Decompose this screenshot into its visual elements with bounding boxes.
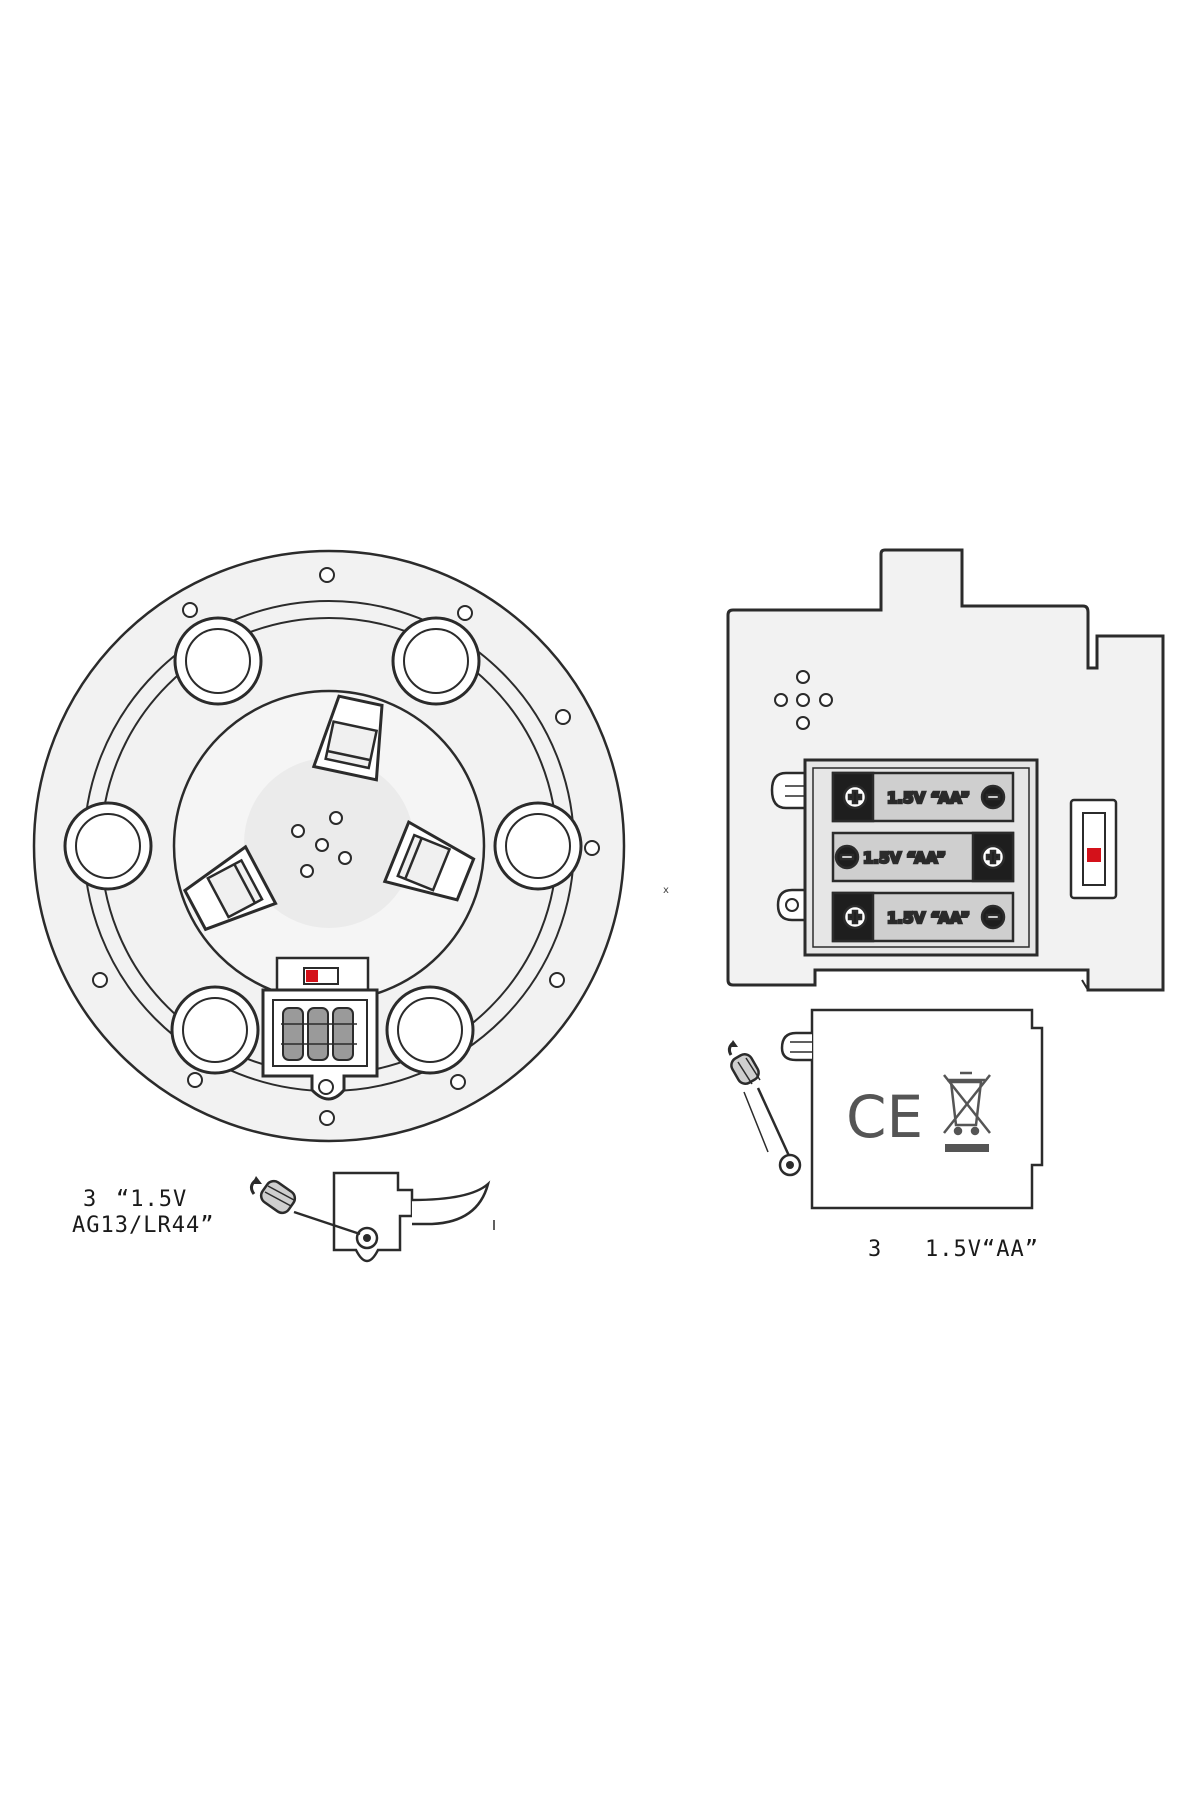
plus-terminal-icon (842, 784, 868, 810)
aa-battery-label: 1.5V “AA” (887, 789, 970, 807)
led-cup-inner (505, 813, 571, 879)
ce-mark: CE (846, 1083, 923, 1151)
hub-clip-top (311, 694, 384, 782)
vent-hole (300, 864, 314, 878)
aa-battery-label: 1.5V “AA” (863, 849, 946, 867)
led-cup-inner (403, 628, 469, 694)
door-screw-center (363, 1234, 371, 1242)
cover-screw-center (786, 1161, 794, 1169)
rim-screw-hole (182, 602, 198, 618)
rim-screw-hole (555, 709, 571, 725)
vent-hole (329, 811, 343, 825)
rim-screw-holes (92, 567, 600, 1126)
screwdriver-icon (730, 1053, 792, 1159)
speaker-hole (819, 693, 833, 707)
hub-clip-right (382, 819, 476, 902)
rim-screw-hole (584, 840, 600, 856)
rim-screw-hole (549, 972, 565, 988)
led-cup-inner (397, 997, 463, 1063)
weee-bin-icon (943, 1071, 991, 1152)
box-battery-cover: CE (727, 1008, 1044, 1210)
minus-terminal-icon (834, 844, 860, 870)
button-cell-slot (332, 1007, 354, 1061)
rim-screw-hole (450, 1074, 466, 1090)
round-base-unit (32, 549, 626, 1263)
led-cup-inner (185, 628, 251, 694)
box-unit: 1.5V “AA” 1.5V “AA” 1.5V “AA” CE (663, 548, 1165, 1210)
vent-hole (315, 838, 329, 852)
speaker-hole (796, 693, 810, 707)
minus-terminal-icon (980, 784, 1006, 810)
aa-battery-slot: 1.5V “AA” (831, 891, 1015, 943)
rim-screw-hole (187, 1072, 203, 1088)
aa-battery-label: 1.5V “AA” (887, 909, 970, 927)
round-power-switch-knob[interactable] (306, 970, 318, 982)
plus-terminal-icon (980, 844, 1006, 870)
speaker-hole (796, 716, 810, 730)
round-battery-door-illustration (249, 1171, 495, 1263)
screwdriver-icon (259, 1179, 361, 1236)
rim-screw-hole (319, 1110, 335, 1126)
led-cup-inner (75, 813, 141, 879)
round-base-center-disc (244, 758, 414, 928)
compartment-screw (318, 1079, 334, 1095)
box-power-switch-knob[interactable] (1087, 848, 1101, 862)
round-battery-count: 3 (83, 1187, 98, 1212)
button-cell-slot (307, 1007, 329, 1061)
rim-screw-hole (319, 567, 335, 583)
button-cell-slot (282, 1007, 304, 1061)
box-battery-caption: 3 1.5V“AA” (868, 1237, 1039, 1262)
box-speaker-holes (774, 670, 833, 730)
round-switch-housing (275, 956, 370, 994)
vent-hole (338, 851, 352, 865)
plus-terminal-icon (842, 904, 868, 930)
hub-clip-left (182, 844, 278, 932)
led-cup-inner (182, 997, 248, 1063)
speaker-hole (796, 670, 810, 684)
speaker-hole (774, 693, 788, 707)
round-battery-voltage: “1.5V (116, 1187, 188, 1212)
rim-screw-hole (92, 972, 108, 988)
vent-hole (291, 824, 305, 838)
aa-battery-slot: 1.5V “AA” (831, 831, 1015, 883)
stray-mark: x (663, 885, 669, 896)
round-battery-model: AG13/LR44” (72, 1213, 215, 1238)
aa-battery-slot: 1.5V “AA” (831, 771, 1015, 823)
led-cups (63, 616, 583, 1075)
minus-terminal-icon (980, 904, 1006, 930)
round-battery-compartment (261, 988, 379, 1101)
rim-screw-hole (457, 605, 473, 621)
aa-batteries: 1.5V “AA” 1.5V “AA” 1.5V “AA” (831, 771, 1015, 943)
center-vent-holes (291, 811, 352, 878)
hub-clips (182, 694, 476, 932)
